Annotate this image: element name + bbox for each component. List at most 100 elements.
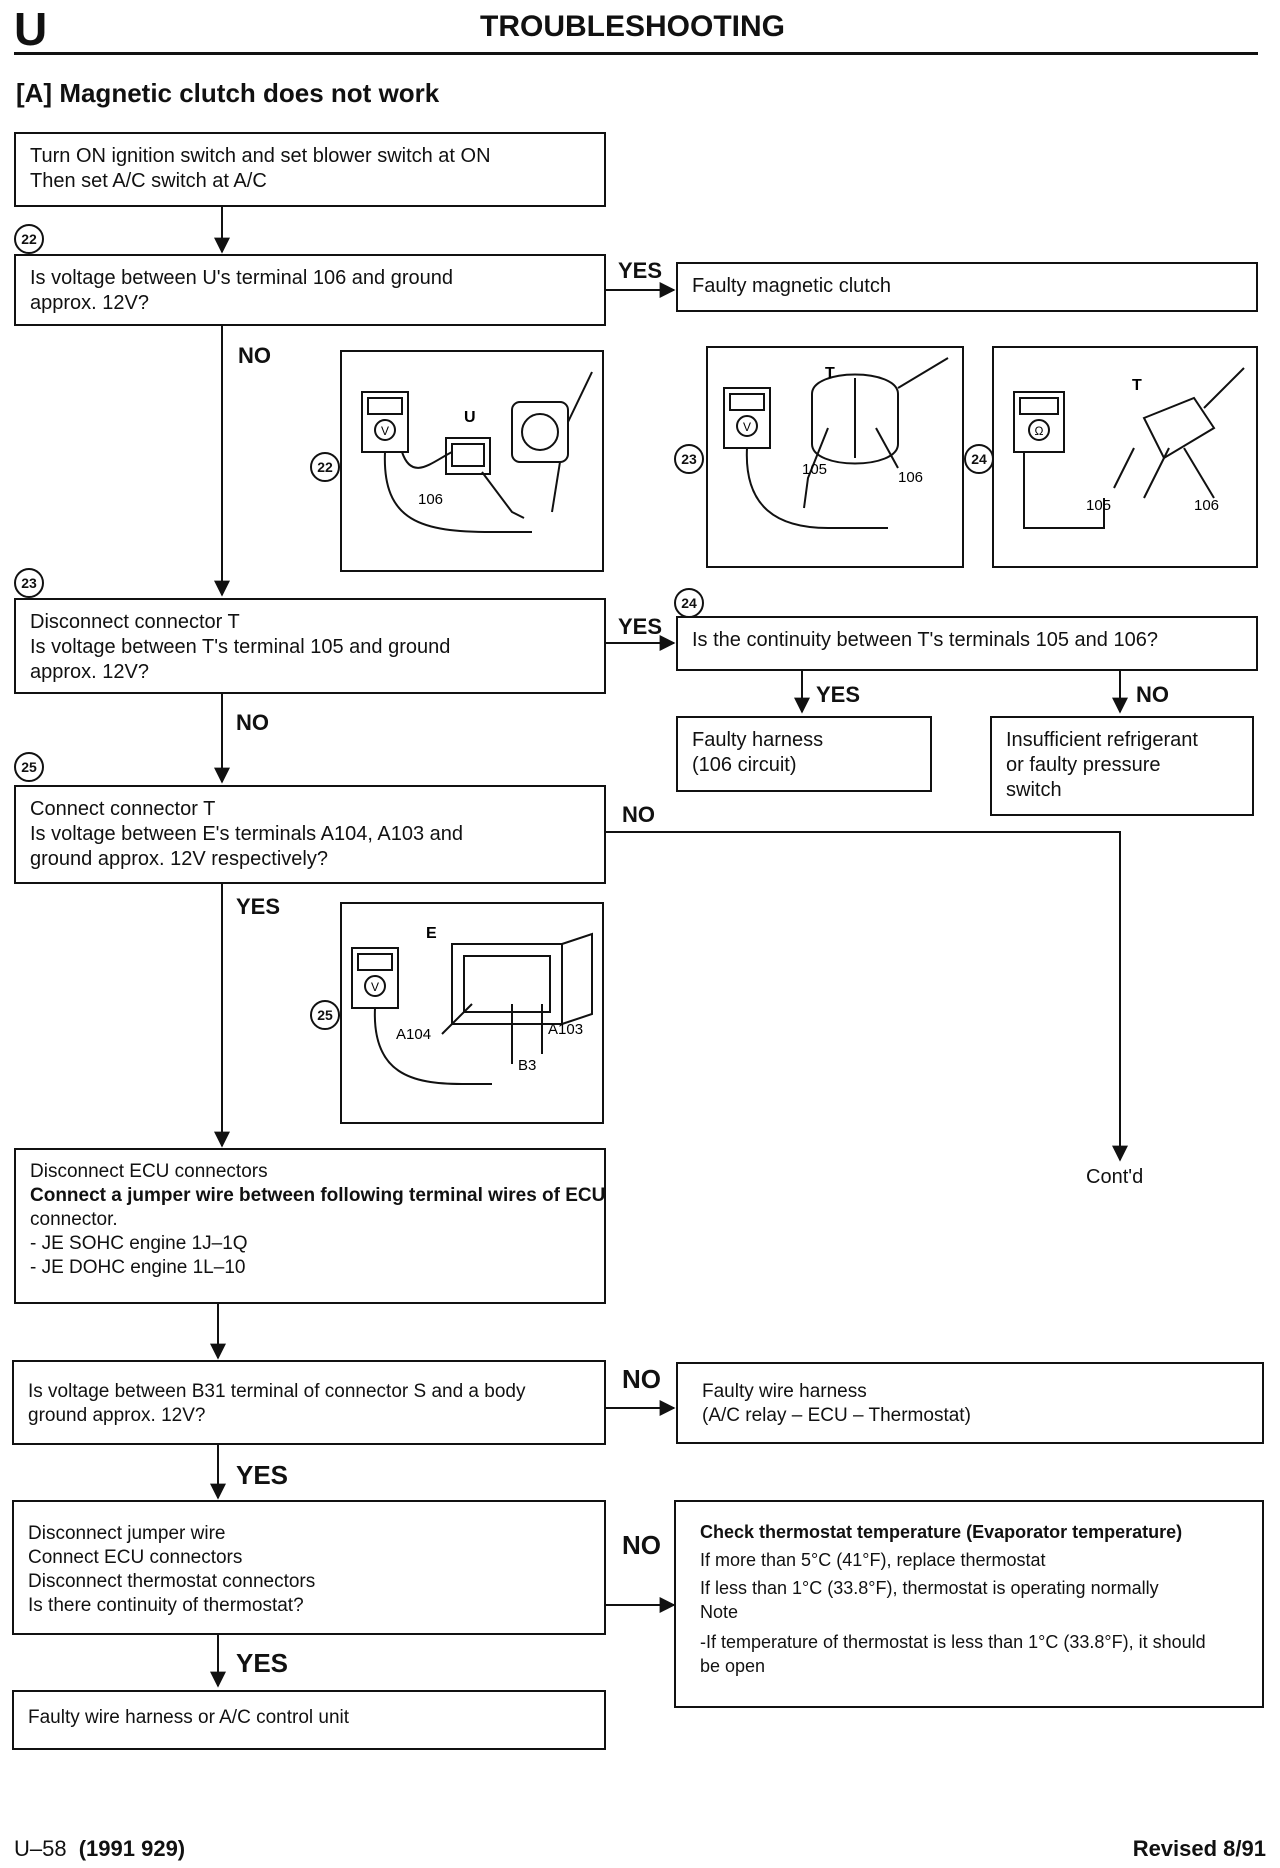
ecu-jumper-box: Disconnect ECU connectors Connect a jump…	[14, 1148, 606, 1304]
result-check-thermostat-temperature: Check thermostat temperature (Evaporator…	[674, 1500, 1264, 1708]
no-label-24: NO	[1136, 682, 1169, 707]
rb31-no-line-1: Faulty wire harness	[702, 1381, 867, 1402]
fig25-step-marker: 25	[310, 1000, 340, 1030]
yes-label-22: YES	[618, 258, 663, 283]
result-insufficient-refrigerant: Insufficient refrigerant or faulty press…	[990, 716, 1254, 816]
result-faulty-wire-harness-or-control-unit: Faulty wire harness or A/C control unit	[12, 1690, 606, 1750]
ecu-line-3: connector.	[30, 1209, 118, 1230]
result-faulty-wire-harness-relay: Faulty wire harness (A/C relay – ECU – T…	[676, 1362, 1264, 1444]
yes-label-thermostat: YES	[236, 1648, 289, 1678]
start-line-1: Turn ON ignition switch and set blower s…	[30, 145, 491, 167]
ecu-line-4: - JE SOHC engine 1J–1Q	[30, 1233, 248, 1254]
question-b31-box: Is voltage between B31 terminal of conne…	[12, 1360, 606, 1445]
ecu-line-5: - JE DOHC engine 1L–10	[30, 1257, 246, 1278]
qthermo-line-1: Disconnect jumper wire	[28, 1523, 226, 1544]
rthermo-line-3: If less than 1°C (33.8°F), thermostat is…	[700, 1578, 1159, 1598]
figure-25-drawing: V E A104 A103 B3	[351, 925, 593, 1085]
q23-line-2: Is voltage between T's terminal 105 and …	[30, 636, 451, 658]
q23-line-1: Disconnect connector T	[30, 611, 240, 633]
yes-label-25: YES	[236, 894, 281, 919]
footer-model: (1991 929)	[78, 1836, 186, 1861]
question-25-box: Connect connector T Is voltage between E…	[14, 785, 606, 884]
fig22-meter-label: V	[381, 424, 389, 438]
fig23-terminal-105: 105	[802, 461, 827, 478]
qthermo-line-2: Connect ECU connectors	[28, 1547, 243, 1568]
ecu-line-2: Connect a jumper wire between following …	[30, 1185, 606, 1206]
q23-line-3: approx. 12V?	[30, 661, 149, 683]
fig24-step-marker: 24	[964, 444, 994, 474]
qthermo-line-3: Disconnect thermostat connectors	[28, 1571, 316, 1592]
ecu-line-1: Disconnect ECU connectors	[30, 1161, 268, 1182]
yes-label-23: YES	[618, 614, 663, 639]
question-24-box: Is the continuity between T's terminals …	[676, 616, 1258, 671]
r24-no-line-1: Insufficient refrigerant	[1006, 729, 1198, 751]
q22-line-2: approx. 12V?	[30, 292, 149, 314]
final-line-1: Faulty wire harness or A/C control unit	[28, 1707, 350, 1728]
yes-label-b31: YES	[236, 1460, 289, 1490]
question-thermostat-box: Disconnect jumper wire Connect ECU conne…	[12, 1500, 606, 1635]
q25-line-1: Connect connector T	[30, 798, 216, 820]
result-faulty-harness-106: Faulty harness (106 circuit)	[676, 716, 932, 792]
rthermo-line-2: If more than 5°C (41°F), replace thermos…	[700, 1550, 1046, 1570]
fig23-terminal-106: 106	[898, 469, 923, 486]
fig23-connector-label: T	[825, 365, 835, 382]
q22-line-1: Is voltage between U's terminal 106 and …	[30, 267, 453, 289]
rthermo-line-4: Note	[700, 1602, 739, 1622]
step-marker-25: 25	[14, 752, 44, 782]
no-label-25: NO	[622, 802, 655, 827]
fig24-connector-label: T	[1132, 377, 1142, 394]
q24-line-1: Is the continuity between T's terminals …	[692, 629, 1158, 651]
step-marker-22: 22	[14, 224, 44, 254]
r22-yes-line-1: Faulty magnetic clutch	[692, 275, 891, 297]
fig25-terminal-a103: A103	[548, 1021, 583, 1038]
q25-line-2: Is voltage between E's terminals A104, A…	[30, 823, 463, 845]
figure-22-voltage-check-u: V U 106	[340, 350, 604, 572]
qb31-line-1: Is voltage between B31 terminal of conne…	[28, 1381, 526, 1402]
qb31-line-2: ground approx. 12V?	[28, 1405, 206, 1426]
r24-yes-line-1: Faulty harness	[692, 729, 824, 751]
qthermo-line-4: Is there continuity of thermostat?	[28, 1595, 304, 1616]
fig25-connector-label: E	[426, 925, 437, 942]
fig25-meter-label: V	[371, 980, 379, 994]
page-title: TROUBLESHOOTING	[480, 10, 785, 43]
rthermo-line-1: Check thermostat temperature (Evaporator…	[700, 1522, 1183, 1542]
rthermo-line-6: be open	[700, 1656, 766, 1676]
question-23-box: Disconnect connector T Is voltage betwee…	[14, 598, 606, 694]
r24-no-line-2: or faulty pressure	[1006, 754, 1161, 776]
figure-23-voltage-check-t: V T 105 106	[706, 346, 964, 568]
footer-page: U–58	[14, 1836, 67, 1861]
footer-page-number: U–58 (1991 929)	[14, 1836, 185, 1862]
fig23-meter-label: V	[743, 420, 751, 434]
fig24-terminal-106: 106	[1194, 497, 1219, 514]
q25-line-3: ground approx. 12V respectively?	[30, 848, 328, 870]
fig24-meter-label: Ω	[1035, 424, 1044, 438]
start-line-2: Then set A/C switch at A/C	[30, 170, 267, 192]
fig25-terminal-b3: B3	[518, 1057, 536, 1074]
no-label-b31: NO	[622, 1364, 661, 1394]
fig22-terminal-label: 106	[418, 491, 443, 508]
header-rule	[14, 52, 1258, 55]
question-22-box: Is voltage between U's terminal 106 and …	[14, 254, 606, 326]
figure-24-continuity-check-t: Ω T 105 106	[992, 346, 1258, 568]
no-label-23: NO	[236, 710, 269, 735]
continued-label: Cont'd	[1086, 1166, 1144, 1188]
step-marker-24: 24	[674, 588, 704, 618]
fig23-step-marker: 23	[674, 444, 704, 474]
no-label-thermostat: NO	[622, 1530, 661, 1560]
step-marker-23: 23	[14, 568, 44, 598]
rthermo-line-5: -If temperature of thermostat is less th…	[700, 1632, 1206, 1652]
fig25-terminal-a104: A104	[396, 1026, 431, 1043]
result-faulty-magnetic-clutch: Faulty magnetic clutch	[676, 262, 1258, 312]
rb31-no-line-2: (A/C relay – ECU – Thermostat)	[702, 1405, 971, 1426]
section-letter: U	[14, 3, 48, 55]
footer-revision: Revised 8/91	[1132, 1836, 1266, 1861]
subtitle: [A] Magnetic clutch does not work	[16, 78, 440, 108]
fig24-terminal-105: 105	[1086, 497, 1111, 514]
fig22-step-marker: 22	[310, 452, 340, 482]
r24-yes-line-2: (106 circuit)	[692, 754, 797, 776]
figure-24-drawing: Ω T 105 106	[1013, 367, 1245, 529]
start-box: Turn ON ignition switch and set blower s…	[14, 132, 606, 207]
figure-25-voltage-check-e: V E A104 A103 B3	[340, 902, 604, 1124]
fig22-connector-label: U	[464, 409, 476, 426]
